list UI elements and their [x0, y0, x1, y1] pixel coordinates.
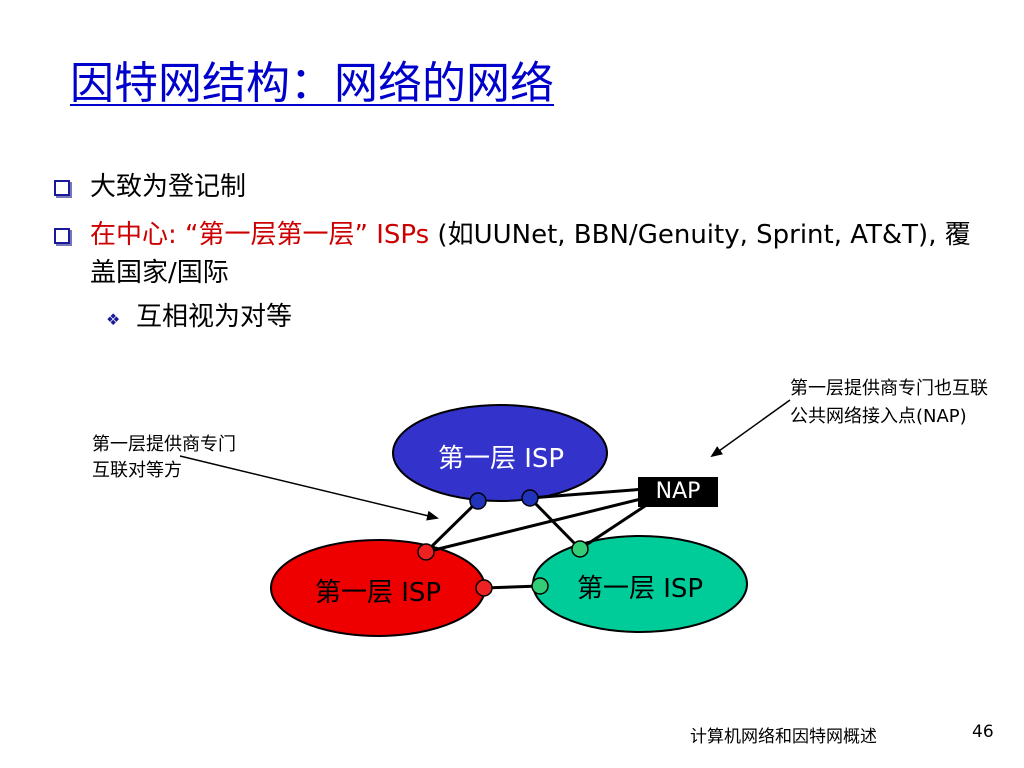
arrow-peering	[179, 455, 439, 521]
router-green-left	[531, 577, 549, 595]
square-bullet-icon	[54, 228, 70, 244]
slide-title: 因特网结构：网络的网络	[70, 58, 554, 109]
router-top-left	[469, 492, 487, 510]
page-number: 46	[972, 722, 994, 742]
sub-bullet-text: 互相视为对等	[136, 302, 293, 332]
link-top-nap	[529, 487, 646, 500]
isp-top-label: 第一层 ISP	[437, 444, 565, 474]
footer-text: 计算机网络和因特网概述	[690, 727, 877, 747]
bullet-text: 大致为登记制	[90, 172, 247, 202]
link-top-red	[424, 499, 480, 554]
router-red-top	[417, 543, 435, 561]
bullet-list: 大致为登记制 在中心: “第一层第一层” ISPs (如UUNet, BBN/G…	[52, 168, 992, 336]
link-green-nap	[579, 504, 646, 551]
link-top-green	[528, 496, 582, 551]
nap-box: NAP	[638, 477, 718, 507]
bullet-text: (如UUNet, BBN/Genuity, Sprint, AT&T), 覆盖国…	[90, 220, 971, 288]
bullet-text-highlight: 在中心: “第一层第一层” ISPs	[90, 220, 430, 250]
diamond-bullet-icon: ❖	[106, 310, 121, 329]
link-red-nap	[425, 496, 646, 554]
square-bullet-icon	[54, 180, 70, 196]
router-red-right	[475, 579, 493, 597]
isp-top-cloud	[392, 404, 608, 502]
arrow-nap	[710, 399, 791, 458]
sub-bullet-item: ❖ 互相视为对等	[104, 298, 992, 336]
annotation-nap: 第一层提供商专门也互联公共网络接入点(NAP)	[790, 378, 988, 427]
isp-green-label: 第一层 ISP	[576, 574, 704, 604]
isp-red-label: 第一层 ISP	[314, 578, 442, 608]
router-top-right	[521, 489, 539, 507]
link-red-green	[483, 584, 541, 590]
router-green-top	[571, 540, 589, 558]
bullet-item: 大致为登记制	[52, 168, 992, 206]
annotation-peering: 第一层提供商专门互联对等方	[92, 434, 236, 481]
bullet-item: 在中心: “第一层第一层” ISPs (如UUNet, BBN/Genuity,…	[52, 216, 992, 292]
